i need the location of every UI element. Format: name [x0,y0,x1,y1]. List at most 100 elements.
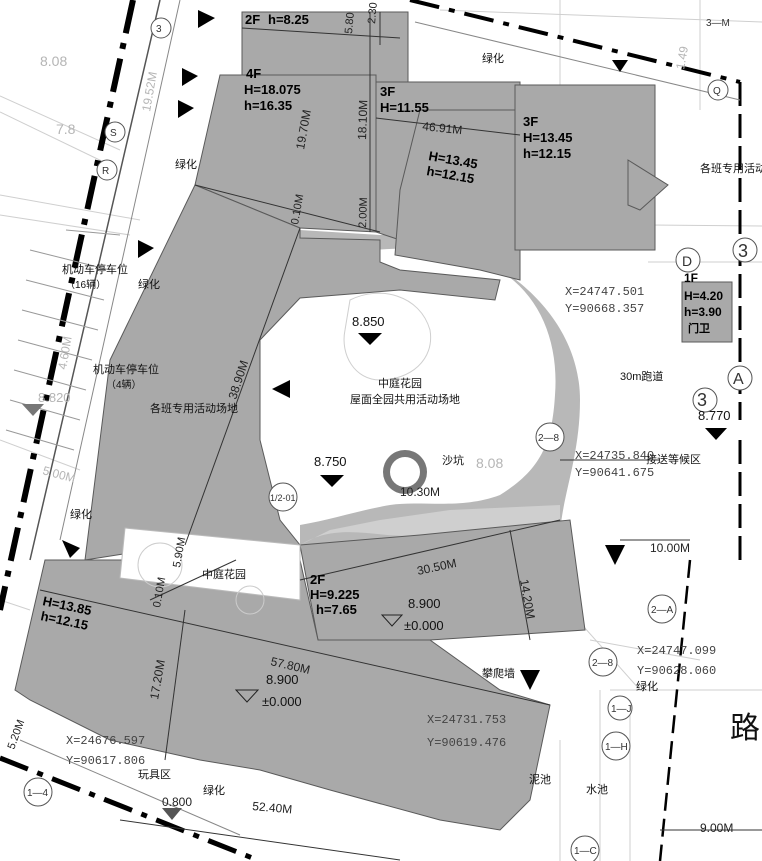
dim-2-00: 2.00M [357,197,370,228]
gatehouse-floors: 1F [684,271,698,285]
building-north-4f [194,74,377,233]
coord-2-y: Y=90641.675 [575,466,654,480]
coord-1-y: Y=90668.357 [565,302,644,316]
north-4f-floors: 4F [246,66,261,81]
dim-46-91: 46.91M [422,119,463,137]
elev-middle-floor: 8.900 [408,596,441,611]
label-green-left-top: 绿化 [175,157,197,171]
top-2f-floors: 2F [245,12,260,27]
dim-19-52: 19.52M [139,71,160,113]
elev-south-zero: ±0.000 [262,694,302,709]
gatehouse-h-lower: h=3.90 [684,305,722,319]
tag-3: 3 [156,24,162,35]
dim-14-20: 14.20M [517,578,538,620]
north-3f-a-floors: 3F [380,84,395,99]
building-gatehouse [681,281,733,343]
dim-18-10: 18.10M [355,100,370,140]
label-mud-pit: 泥池 [529,773,551,786]
dim-10-30: 10.30M [400,485,440,499]
elev-left-road: 8.820 [38,390,71,405]
dim-10-00: 10.00M [650,541,690,555]
elevation-markers [22,333,727,820]
coord-1-x: X=24747.501 [565,285,644,299]
tag-r: R [102,166,109,177]
dim-0-10-left: 0.10M [151,576,168,608]
coord-5-y: Y=90617.806 [66,754,145,768]
dim-17-20: 17.20M [147,659,168,701]
dim-7-8: 7.8 [56,121,76,137]
coord-5-x: X=24676.597 [66,734,145,748]
label-green-left-mid: 绿化 [138,277,160,291]
arrow-icon [612,60,628,72]
dim-19-70: 19.70M [293,109,314,151]
coord-4-x: X=24731.753 [427,713,506,727]
mid-garden [119,527,301,615]
dim-52-40: 52.40M [252,799,293,816]
arrow-icon [605,545,625,565]
label-courtyard-sub: 屋面全园共用活动场地 [350,392,460,406]
label-road-30m: 30m跑道 [620,369,663,383]
arrow-icon [272,380,290,398]
tag-d: D [682,253,692,269]
label-pool: 水池 [586,783,608,796]
north-3f-c-floors: 3F [523,114,538,129]
tag-1-h: 1—H [605,742,628,753]
tag-q: Q [713,86,721,97]
north-4f-h-upper: H=18.075 [244,82,301,97]
elev-south-floor: 8.900 [266,672,299,687]
building-north-3f-c [514,84,656,251]
dim-5-20: 5.20M [6,718,28,751]
dim-2-30: 2.30 [366,2,380,24]
axis-tags [23,17,758,861]
tag-3-right: 3 [738,241,748,261]
arrow-icon [520,670,540,690]
elev-middle-zero: ±0.000 [404,618,444,633]
label-sandpit: 沙坑 [442,453,464,467]
label-drop-off: 接送等候区 [646,452,701,466]
label-parking-16: 机动车停车位 [62,262,128,276]
tag-2-8-top: 2—8 [538,433,560,444]
label-green-bottom: 绿化 [203,783,225,797]
label-courtyard-title: 中庭花园 [378,376,422,390]
building-south-main [14,559,551,831]
arrow-icon [182,68,198,86]
label-class-activity-left: 各班专用活动场地 [150,401,238,415]
arrow-icon [198,10,215,28]
label-parking-4: 机动车停车位 [93,362,159,376]
coord-4-y: Y=90619.476 [427,736,506,750]
gatehouse-name: 门卫 [688,321,710,335]
tag-a: A [733,371,744,388]
label-green-top: 绿化 [482,51,504,65]
parking-bays [5,229,121,451]
north-4f-h-lower: h=16.35 [244,98,292,113]
dim-9-00: 9.00M [700,821,733,835]
north-3f-c-h-upper: H=13.45 [523,130,573,145]
tag-s: S [110,128,117,139]
gatehouse-h-upper: H=4.20 [684,289,723,303]
dim-8-08: 8.08 [40,53,67,69]
tag-1-j: 1—J [611,704,632,715]
coord-3-x: X=24747.099 [637,644,716,658]
dim-5-90: 5.90M [171,536,188,568]
label-parking-4-count: （4辆） [106,378,142,391]
tag-1-c: 1—C [574,846,597,857]
arrow-icon [178,100,194,118]
label-toy-area: 玩具区 [138,768,171,781]
label-road: 路 [730,712,760,745]
dim-0-800: 0.800 [162,795,192,809]
tag-1-2-01: 1/2-01 [270,493,296,503]
middle-2f-h-upper: H=9.225 [310,587,360,602]
elev-entrance: 8.770 [698,408,731,423]
coord-3-y: Y=90628.060 [637,664,716,678]
arrow-icon [62,540,80,558]
dim-0-10-top: 0.10M [289,193,306,225]
elev-courtyard-low: 8.750 [314,454,347,469]
label-climbing-wall: 攀爬墙 [482,666,515,680]
top-2f-height: h=8.25 [268,12,309,27]
building-top-2f [241,11,409,86]
elev-right-8-08: 8.08 [476,455,503,471]
label-green-right: 绿化 [636,679,658,693]
tag-3-m: 3—M [706,18,730,29]
north-3f-c-h-lower: h=12.15 [523,146,571,161]
